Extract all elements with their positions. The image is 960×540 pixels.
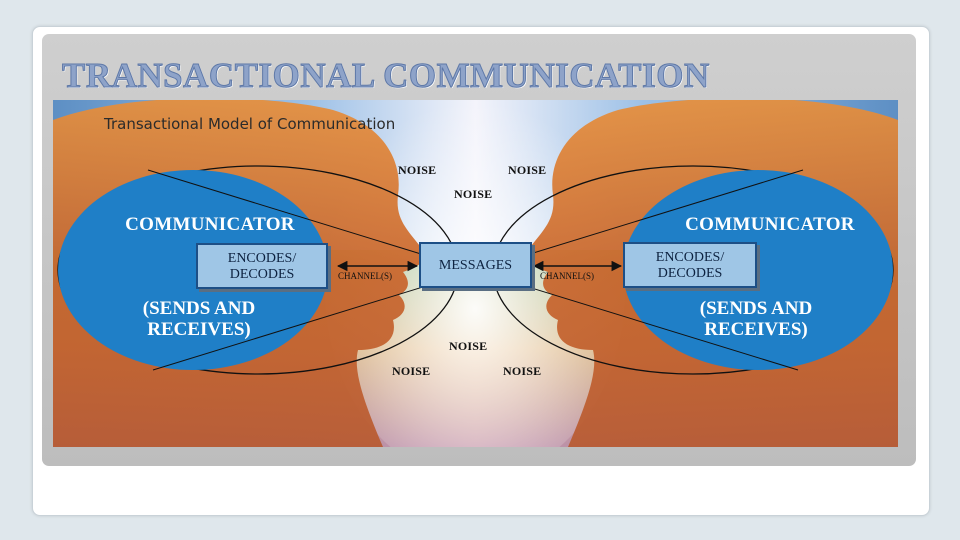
right-communicator-circle xyxy=(623,170,893,370)
right-encodes-box: ENCODES/ DECODES xyxy=(623,242,757,288)
right-channel-label: CHANNEL(S) xyxy=(540,271,594,281)
right-encodes-line2: DECODES xyxy=(657,266,723,281)
figure-heading: Transactional Model of Communication xyxy=(104,115,396,133)
right-communicator-role: (SENDS AND RECEIVES) xyxy=(636,298,876,340)
noise-label-bottom-left: NOISE xyxy=(392,364,431,378)
noise-label-top-right: NOISE xyxy=(508,163,547,177)
noise-label-bottom-right: NOISE xyxy=(503,364,542,378)
right-encodes-line1: ENCODES/ xyxy=(655,250,725,265)
left-encodes-line1: ENCODES/ xyxy=(227,251,297,266)
left-communicator-title: COMMUNICATOR xyxy=(125,214,295,235)
right-communicator-role-line1: (SENDS AND xyxy=(699,298,813,319)
left-encodes-line2: DECODES xyxy=(229,267,295,282)
left-communicator-role-line2: RECEIVES) xyxy=(147,319,251,340)
messages-label: MESSAGES xyxy=(438,258,513,273)
right-communicator-title: COMMUNICATOR xyxy=(685,214,855,235)
noise-label-bottom-center: NOISE xyxy=(449,339,488,353)
slide-title: TRANSACTIONAL COMMUNICATION xyxy=(62,56,710,96)
messages-box: MESSAGES xyxy=(419,242,532,288)
left-communicator-circle xyxy=(58,170,328,370)
right-communicator-role-line2: RECEIVES) xyxy=(704,319,808,340)
noise-label-top-left: NOISE xyxy=(398,163,437,177)
left-channel-label: CHANNEL(S) xyxy=(338,271,392,281)
noise-label-top-center: NOISE xyxy=(454,187,493,201)
left-encodes-box: ENCODES/ DECODES xyxy=(196,243,328,289)
left-communicator-role-line1: (SENDS AND xyxy=(142,298,256,319)
left-communicator-role: (SENDS AND RECEIVES) xyxy=(79,298,319,340)
